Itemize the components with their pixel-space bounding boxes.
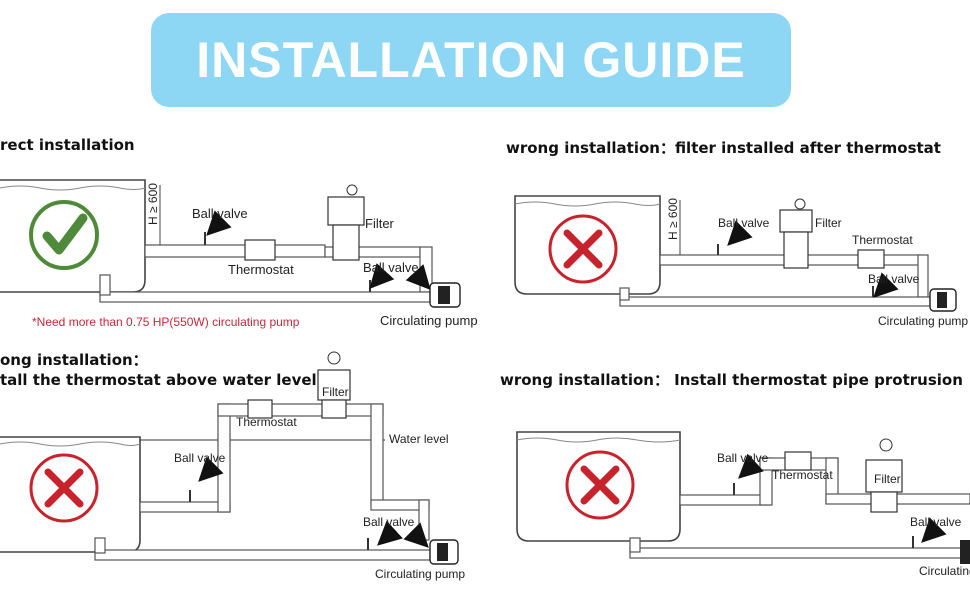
panel-1-height-label: H ≥ 600 [146, 183, 160, 225]
panel-3-pump-label: Circulating pump [375, 567, 465, 581]
panel-4-filter-label: Filter [874, 472, 901, 486]
panel-4-diagram: Ball valve Thermostat Filter Ball valve … [516, 431, 970, 578]
panel-2-diagram: H ≥ 600 Ball valve Filter Thermostat Bal… [514, 195, 968, 328]
panel-3-filter-label: Filter [322, 385, 349, 399]
panel-1-pump-label: Circulating pump [380, 313, 478, 328]
panel-2-heading: wrong installation：filter installed afte… [506, 139, 941, 157]
wrong-cross-icon-panel-2 [548, 214, 618, 284]
panel-3-diagram: Filter Thermostat Water level Ball valve… [0, 351, 465, 581]
wrong-cross-icon-panel-3 [29, 453, 99, 523]
panel-4-heading: wrong installation： Install thermostat p… [500, 371, 963, 389]
panel-1-thermostat-label: Thermostat [228, 262, 294, 277]
panel-3-ball-valve-label: Ball valve [174, 451, 226, 465]
panel-2-ball-valve-label: Ball valve [718, 216, 770, 230]
panel-4-ball-valve-label: Ball valve [717, 451, 769, 465]
panel-4-ball-valve-2-label: Ball valve [910, 515, 962, 529]
correct-check-icon [29, 200, 99, 270]
panel-3-heading-line1: ong installation： [0, 351, 148, 369]
panel-1-filter-label: Filter [365, 216, 395, 231]
panel-3-ball-valve-2-label: Ball valve [363, 515, 415, 529]
wrong-cross-icon-panel-4 [565, 450, 635, 520]
title-banner: INSTALLATION GUIDE [151, 13, 791, 107]
panel-1-diagram: H ≥ 600 Ball valve Thermostat Filter Bal… [0, 179, 478, 329]
panel-1-heading: rect installation [0, 136, 135, 154]
panel-3-thermostat-label: Thermostat [236, 415, 297, 429]
panel-2-filter-label: Filter [815, 216, 842, 230]
panel-1-ball-valve-2-label: Ball valve [363, 260, 419, 275]
panel-4-thermostat-label: Thermostat [772, 468, 833, 482]
panel-2-pump-label: Circulating pump [878, 314, 968, 328]
panel-4-pump-label: Circulating [919, 564, 970, 578]
panel-2-ball-valve-2-label: Ball valve [868, 272, 920, 286]
panel-1-ball-valve-label: Ball valve [192, 206, 248, 221]
page-title: INSTALLATION GUIDE [196, 32, 746, 88]
panel-2-thermostat-label: Thermostat [852, 233, 913, 247]
panel-2-height-label: H ≥ 600 [666, 198, 680, 240]
panel-1-note: *Need more than 0.75 HP(550W) circulatin… [32, 315, 300, 329]
panel-3-water-level-label: Water level [389, 432, 449, 446]
panel-3-heading-line2: tall the thermostat above water level [0, 371, 317, 389]
